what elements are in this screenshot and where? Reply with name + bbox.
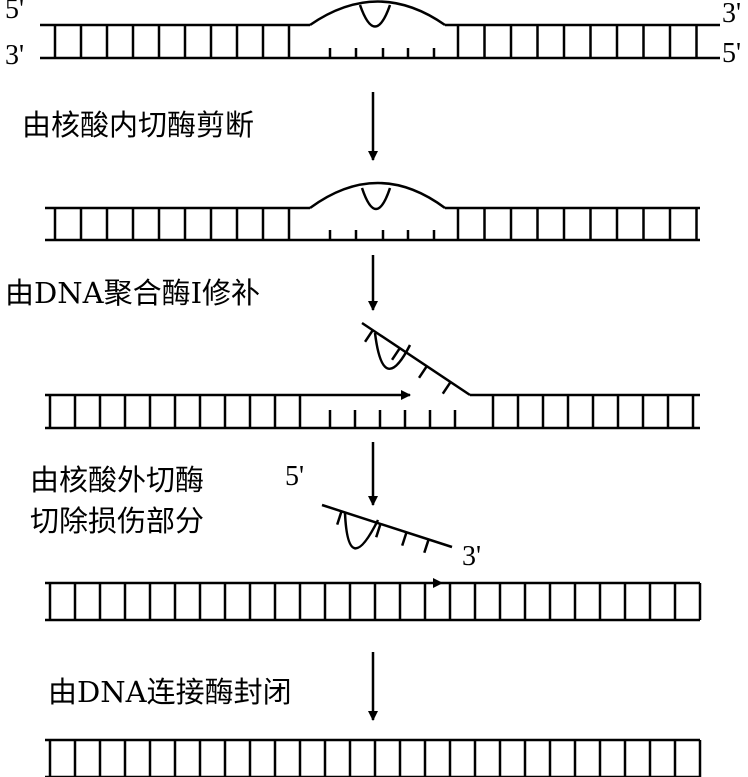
stage-1-damaged-dna [40, 0, 720, 60]
excised-fragment [321, 503, 453, 554]
flap-base-tick [363, 329, 374, 343]
flap-base-tick [417, 365, 428, 379]
step-label-exonuclease-1: 由核酸外切酶 [30, 463, 204, 497]
stage-2-nicked-dna [45, 181, 700, 242]
base-pair-rungs [53, 208, 698, 240]
base-pair-rungs [48, 583, 702, 620]
fragment-base-tick [336, 510, 343, 526]
lesion-loop [360, 187, 392, 210]
step-label-ligase: 由DNA连接酶封闭 [48, 675, 292, 709]
label-3prime-fragment: 3' [462, 541, 481, 572]
fragment-base-ticks [336, 510, 430, 554]
flap-base-tick [390, 347, 401, 361]
label-5prime-fragment: 5' [285, 461, 304, 492]
label-5prime-bottom-right: 5' [722, 38, 741, 69]
unpaired-base-ticks [328, 410, 457, 428]
damage-bulge [309, 0, 446, 27]
base-pair-rungs [53, 25, 698, 58]
lesion-loop [343, 512, 380, 550]
label-5prime-top-left: 5' [5, 0, 24, 25]
fragment-base-tick [401, 531, 408, 547]
stage-3-repair-synthesis [45, 321, 700, 430]
stage-5-sealed-dna [45, 738, 702, 777]
base-pair-rungs [48, 395, 695, 428]
lesion-loop [358, 4, 392, 28]
label-3prime-top-right: 3' [722, 0, 741, 29]
displaced-flap [361, 321, 471, 397]
flap-base-ticks [363, 329, 452, 395]
label-3prime-bottom-left: 3' [5, 40, 24, 71]
stage-4-nicked-repaired [45, 578, 702, 622]
unpaired-base-ticks [328, 230, 436, 240]
fragment-base-tick [423, 539, 430, 554]
fragment-base-tick [375, 523, 382, 538]
lesion-loop [373, 332, 412, 370]
step-label-polymerase: 由DNA聚合酶Ⅰ修补 [5, 276, 260, 310]
step-label-exonuclease-2: 切除损伤部分 [30, 504, 204, 538]
flap-base-tick [441, 381, 452, 395]
step-label-endonuclease: 由核酸内切酶剪断 [22, 108, 254, 142]
base-pair-rungs [48, 740, 702, 777]
unpaired-base-ticks [328, 48, 436, 58]
excised-strand [321, 503, 453, 549]
damage-bulge [309, 181, 446, 210]
